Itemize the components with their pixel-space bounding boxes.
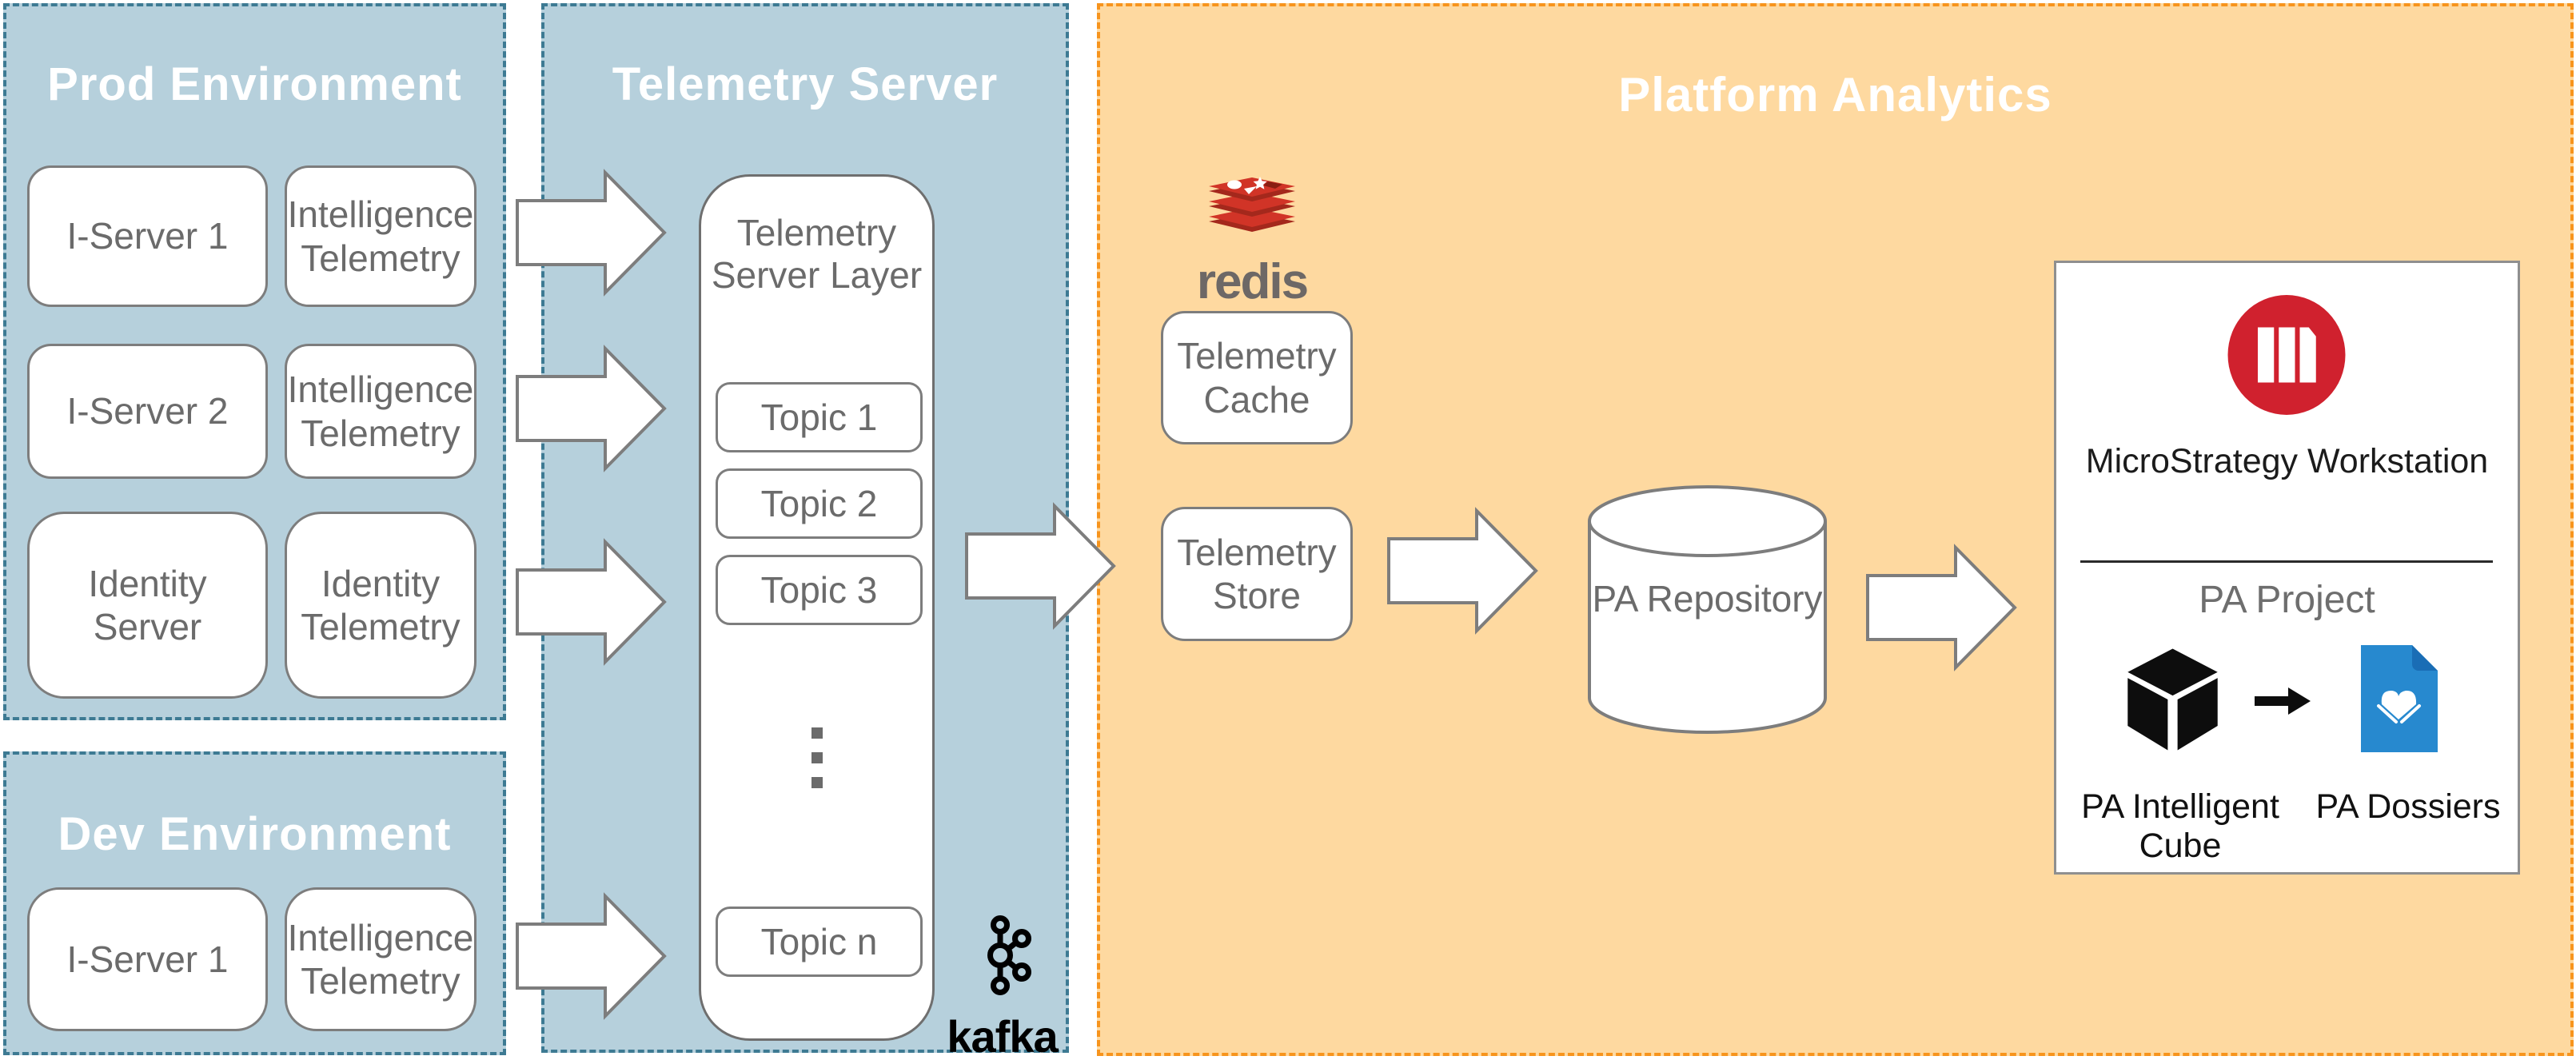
flow-arrow-repository-to-workstation [1866, 544, 2017, 671]
prod-environment-title: Prod Environment [47, 58, 462, 110]
pa-repository-label: PA Repository [1592, 578, 1823, 620]
redis-label: redis [1196, 254, 1309, 309]
dev-environment-title: Dev Environment [58, 808, 452, 860]
flow-arrow-prod-row2 [516, 345, 667, 472]
node-label: Identity Telemetry [301, 562, 461, 648]
node-label: Identity Server [88, 562, 207, 648]
redis-logo: redis [1172, 169, 1332, 310]
telemetry-server-section: Telemetry Server Telemetry Server Layer … [541, 3, 1069, 1060]
dev-environment-section: Dev Environment I-Server 1 Intelligence … [3, 751, 506, 1055]
topic-label: Topic 1 [760, 397, 878, 438]
kafka-logo: kafka [936, 915, 1068, 1060]
node-identity-telemetry: Identity Telemetry [285, 512, 477, 699]
node-label: I-Server 1 [66, 215, 229, 257]
redis-icon [1209, 177, 1295, 232]
ellipsis-dots-icon [701, 727, 932, 788]
right-arrow-icon [2255, 687, 2311, 715]
topic-label: Topic 2 [760, 483, 878, 524]
kafka-label: kafka [947, 1011, 1058, 1060]
node-label: I-Server 1 [66, 938, 229, 980]
flow-arrow-store-to-repository [1387, 507, 1538, 635]
flow-arrow-telemetry-to-pa [965, 502, 1116, 630]
node-topic-3: Topic 3 [716, 555, 923, 625]
pa-repository-database: PA Repository [1587, 484, 1828, 735]
prod-environment-section: Prod Environment I-Server 1 Intelligence… [3, 3, 506, 720]
node-i-server-2: I-Server 2 [27, 344, 268, 479]
intelligent-cube-icon [2127, 648, 2218, 751]
node-topic-n: Topic n [716, 907, 923, 977]
flow-arrow-dev-row [516, 892, 667, 1020]
flow-arrow-prod-row1 [516, 169, 667, 297]
node-label: Intelligence Telemetry [287, 369, 474, 454]
microstrategy-icon [2227, 295, 2346, 415]
dossier-document-icon [2361, 645, 2438, 752]
node-label: Telemetry Cache [1177, 335, 1337, 420]
node-telemetry-cache: Telemetry Cache [1161, 311, 1353, 444]
telemetry-server-layer: Telemetry Server Layer Topic 1 Topic 2 T… [699, 174, 935, 1041]
node-identity-server: Identity Server [27, 512, 268, 699]
divider [2080, 560, 2493, 563]
node-label: Intelligence Telemetry [287, 916, 474, 1002]
node-dev-i-server-1: I-Server 1 [27, 887, 268, 1031]
kafka-icon [987, 915, 1031, 995]
workstation-title: MicroStrategy Workstation [2085, 442, 2489, 480]
node-intelligence-telemetry-2: Intelligence Telemetry [285, 344, 477, 479]
flow-arrow-prod-row3 [516, 538, 667, 666]
telemetry-server-layer-label: Telemetry Server Layer [711, 212, 923, 297]
pa-intelligent-cube-label: PA Intelligent Cube [2081, 787, 2279, 866]
node-topic-1: Topic 1 [716, 382, 923, 452]
telemetry-server-title: Telemetry Server [612, 58, 999, 110]
node-label: Telemetry Store [1177, 531, 1337, 616]
pa-project-label: PA Project [2199, 579, 2375, 621]
platform-analytics-title: Platform Analytics [1618, 68, 2052, 122]
topic-label: Topic 3 [760, 569, 878, 611]
node-telemetry-store: Telemetry Store [1161, 507, 1353, 641]
node-i-server-1: I-Server 1 [27, 165, 268, 307]
microstrategy-workstation-panel: MicroStrategy Workstation PA Project PA … [2054, 261, 2520, 875]
node-intelligence-telemetry-1: Intelligence Telemetry [285, 165, 477, 307]
node-label: I-Server 2 [66, 390, 229, 432]
database-cylinder-icon [1588, 485, 1827, 734]
node-topic-2: Topic 2 [716, 468, 923, 539]
pa-dossiers-label: PA Dossiers [2315, 787, 2501, 826]
node-label: Intelligence Telemetry [287, 193, 474, 279]
platform-analytics-section: Platform Analytics redis [1097, 3, 2574, 1056]
node-dev-intelligence-telemetry: Intelligence Telemetry [285, 887, 477, 1031]
topic-label: Topic n [760, 921, 878, 962]
